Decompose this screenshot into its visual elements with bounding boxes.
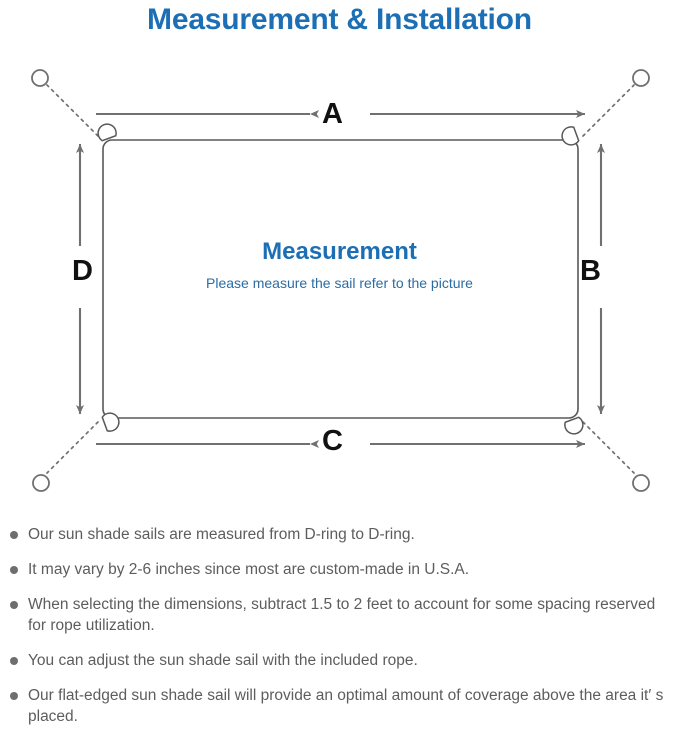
diagram-center-text: Measurement Please measure the sail refe… (0, 236, 679, 294)
sail-measurement-diagram: A B C D Measurement Please measure the s… (0, 46, 679, 516)
list-item: It may vary by 2-6 inches since most are… (0, 559, 665, 580)
dimension-label-b: B (580, 255, 601, 287)
note-text: Our sun shade sails are measured from D-… (28, 526, 415, 543)
note-text: You can adjust the sun shade sail with t… (28, 652, 418, 669)
list-item: You can adjust the sun shade sail with t… (0, 650, 665, 671)
rope-lines (46, 84, 635, 474)
list-item: Our sun shade sails are measured from D-… (0, 524, 665, 545)
dimension-label-d: D (72, 255, 93, 287)
d-rings (97, 123, 584, 435)
dimension-label-c: C (322, 425, 343, 457)
note-text: It may vary by 2-6 inches since most are… (28, 561, 470, 578)
diagram-center-subtitle: Please measure the sail refer to the pic… (206, 275, 473, 291)
notes-list: Our sun shade sails are measured from D-… (0, 524, 679, 741)
page-title: Measurement & Installation (147, 3, 532, 36)
note-text: Our flat-edged sun shade sail will provi… (28, 687, 664, 725)
list-item: Our flat-edged sun shade sail will provi… (0, 685, 665, 727)
anchor-rings (31, 69, 650, 492)
bullet-icon (10, 566, 18, 574)
bullet-icon (10, 601, 18, 609)
dimension-label-a: A (322, 98, 343, 130)
dimension-arrows (76, 110, 605, 448)
note-text: When selecting the dimensions, subtract … (28, 596, 656, 634)
bullet-icon (10, 657, 18, 665)
bullet-icon (10, 692, 18, 700)
sail-rectangle (102, 139, 579, 419)
diagram-center-title: Measurement (262, 238, 417, 265)
list-item: When selecting the dimensions, subtract … (0, 594, 665, 636)
bullet-icon (10, 531, 18, 539)
